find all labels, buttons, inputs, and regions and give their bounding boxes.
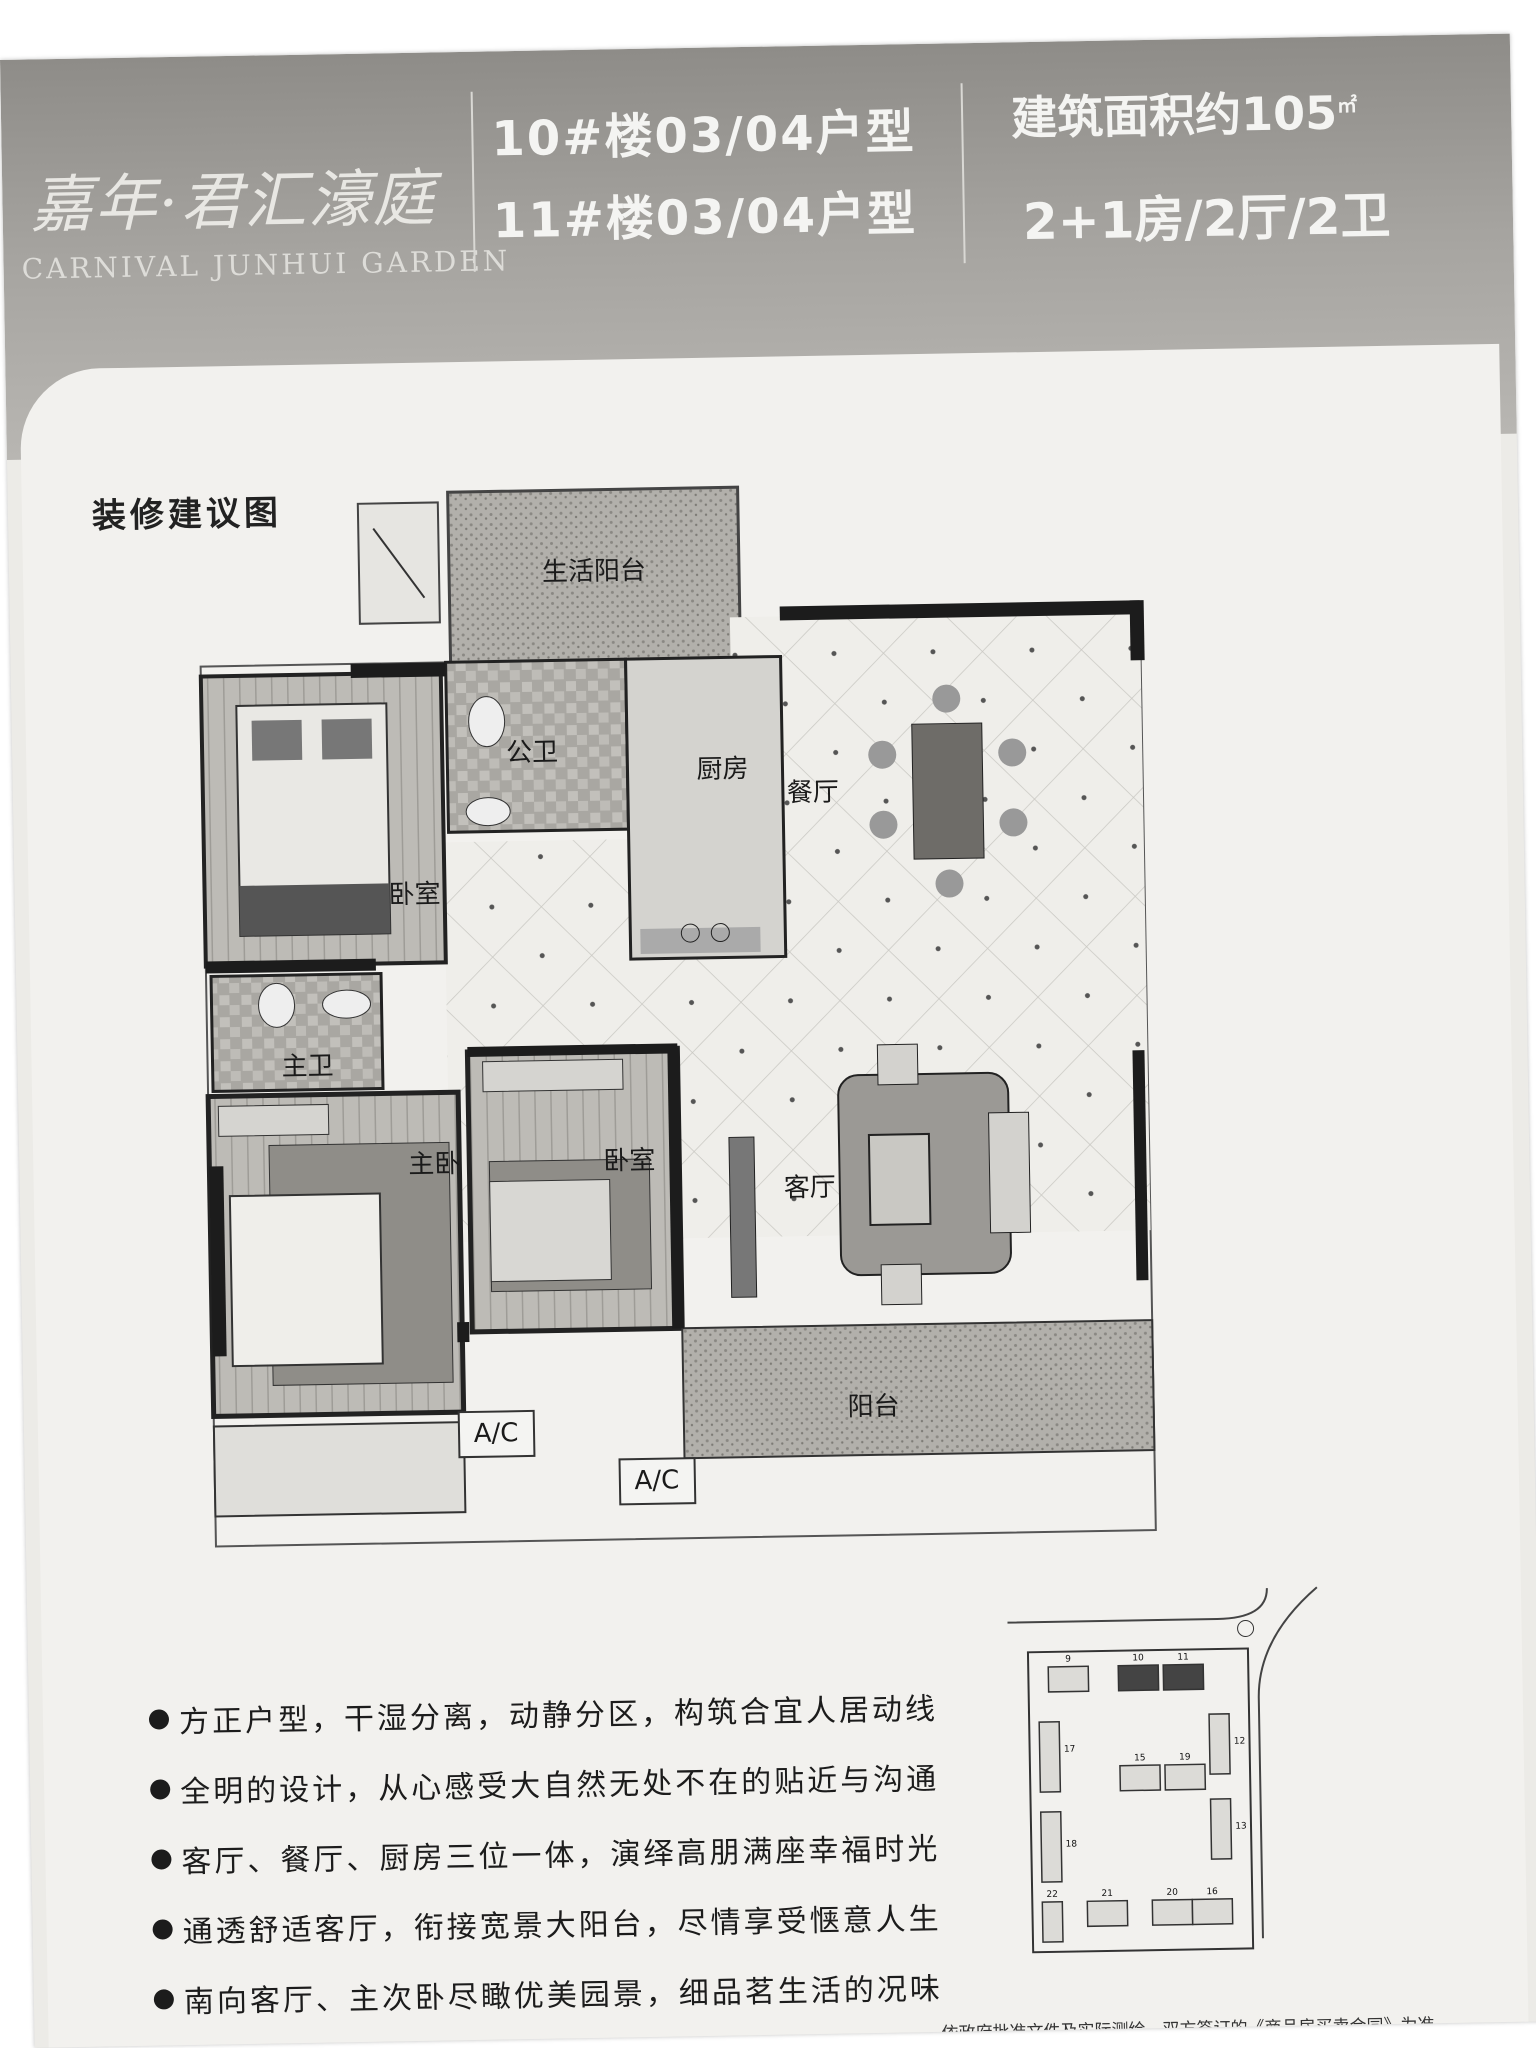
model-line-1: 10#楼03/04户型: [490, 104, 917, 168]
ac-unit-2: [618, 1457, 697, 1506]
site-building-numbers: 9 10 11 17 18 15 12 13 19 22 21 20 16: [1046, 1652, 1247, 1900]
site-boundary: [1026, 1647, 1255, 1954]
svg-text:16: 16: [1206, 1887, 1218, 1897]
feature-item: 通透舒适客厅，衔接宽景大阳台，尽情享受惬意人生: [152, 1894, 942, 1952]
header-divider: [960, 83, 966, 264]
bullet-icon: [153, 1989, 175, 2010]
sofa: [988, 1111, 1032, 1234]
kitchen: [624, 654, 788, 961]
tv-cabinet: [728, 1136, 758, 1298]
svg-text:10: 10: [1132, 1653, 1144, 1663]
svg-text:9: 9: [1065, 1655, 1071, 1665]
site-plan: 9 10 11 17 18 15 12 13 19 22 21 20 16: [1007, 1586, 1318, 1954]
svg-text:11: 11: [1177, 1652, 1189, 1662]
svg-text:12: 12: [1234, 1737, 1246, 1747]
brochure-page: 嘉年·君汇濠庭 CARNIVAL JUNHUI GARDEN 10#楼03/04…: [0, 33, 1536, 2048]
svg-text:20: 20: [1166, 1888, 1178, 1898]
bullet-icon: [148, 1709, 170, 1730]
label-bedroom-nw: 卧室: [388, 879, 441, 910]
svg-text:15: 15: [1134, 1753, 1146, 1763]
feature-list: 方正户型，干湿分离，动静分区，构筑合宜人居动线 全明的设计，从心感受大自然无处不…: [148, 1684, 944, 2048]
dining-living-floor: [729, 610, 1151, 1238]
logo-english: CARNIVAL JUNHUI GARDEN: [21, 244, 511, 286]
feature-item: 南向客厅、主次卧尽瞰优美园景，细品茗生活的况味: [153, 1964, 943, 2022]
svg-text:19: 19: [1179, 1752, 1191, 1762]
label-master-bath: 主卫: [281, 1051, 334, 1082]
label-service-balcony: 生活阳台: [542, 556, 647, 588]
model-line-2: 11#楼03/04户型: [492, 186, 918, 250]
north-arrow-icon: [1237, 1620, 1255, 1638]
feature-item: 全明的设计，从心感受大自然无处不在的贴近与沟通: [150, 1754, 940, 1812]
master-bed: [228, 1192, 384, 1368]
bullet-icon: [152, 1919, 173, 1940]
label-ac-2: A/C: [634, 1465, 679, 1496]
bullet-icon: [150, 1779, 171, 1800]
walls: [205, 600, 1149, 1357]
label-public-bath: 公卫: [506, 737, 559, 768]
logo-chinese: 嘉年·君汇濠庭: [29, 161, 437, 242]
svg-text:13: 13: [1235, 1822, 1247, 1832]
site-buildings: [1038, 1663, 1234, 1943]
label-ac-1: A/C: [473, 1418, 518, 1449]
label-kitchen: 厨房: [696, 754, 749, 785]
svg-text:22: 22: [1046, 1890, 1058, 1900]
bullet-icon: [151, 1849, 172, 1870]
svg-text:21: 21: [1101, 1889, 1113, 1899]
room-layout: 2+1房/2厅/2卫: [1022, 186, 1392, 252]
dining-table: [911, 722, 985, 860]
svg-text:18: 18: [1065, 1839, 1077, 1849]
label-living: 客厅: [784, 1173, 837, 1204]
label-master-bedroom: 主卧: [408, 1149, 461, 1180]
label-balcony: 阳台: [847, 1392, 900, 1423]
label-dining: 餐厅: [787, 777, 840, 808]
south-balcony: [681, 1319, 1156, 1460]
feature-item: 客厅、餐厅、厨房三位一体，演绎高朋满座幸福时光: [151, 1824, 941, 1882]
ac-unit-1: [457, 1409, 536, 1459]
bay-window: [212, 1421, 467, 1518]
svg-text:17: 17: [1064, 1744, 1076, 1754]
floor-area: 建筑面积约105㎡: [1010, 85, 1358, 146]
floor-plan: 生活阳台 公卫 厨房 餐厅 卧室 主卫 主卧 卧室 客厅 阳台 A/C A/C: [198, 485, 1157, 1548]
coffee-table: [867, 1132, 932, 1227]
label-bedroom-center: 卧室: [603, 1146, 656, 1177]
